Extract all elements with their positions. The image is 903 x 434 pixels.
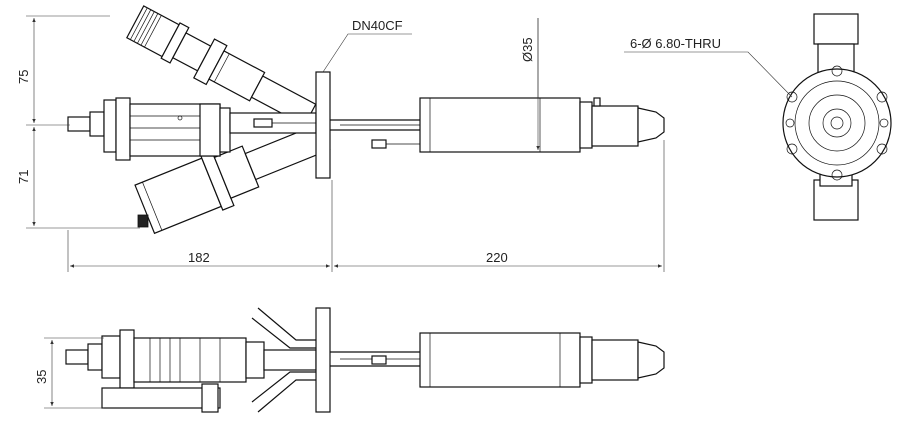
drive-shaft bbox=[330, 119, 420, 149]
dimensions-top bbox=[26, 15, 793, 272]
lower-angled-port bbox=[134, 122, 331, 235]
dimensions-side bbox=[44, 337, 104, 409]
dim-182-label: 182 bbox=[188, 250, 210, 265]
dim-35-side-label: 35 bbox=[34, 370, 49, 384]
top-view bbox=[67, 5, 892, 235]
front-view bbox=[782, 13, 892, 221]
dim-75-label: 75 bbox=[16, 70, 31, 84]
dn40cf-flange bbox=[315, 71, 331, 179]
side-view bbox=[65, 307, 665, 413]
flange-label: DN40CF bbox=[352, 18, 403, 33]
motor-housing bbox=[419, 97, 665, 153]
dim-220-label: 220 bbox=[486, 250, 508, 265]
dim-71-label: 71 bbox=[16, 170, 31, 184]
holes-label: 6-Ø 6.80-THRU bbox=[630, 36, 721, 51]
dia-35-label: Ø35 bbox=[520, 37, 535, 62]
upper-angled-port bbox=[126, 5, 317, 127]
